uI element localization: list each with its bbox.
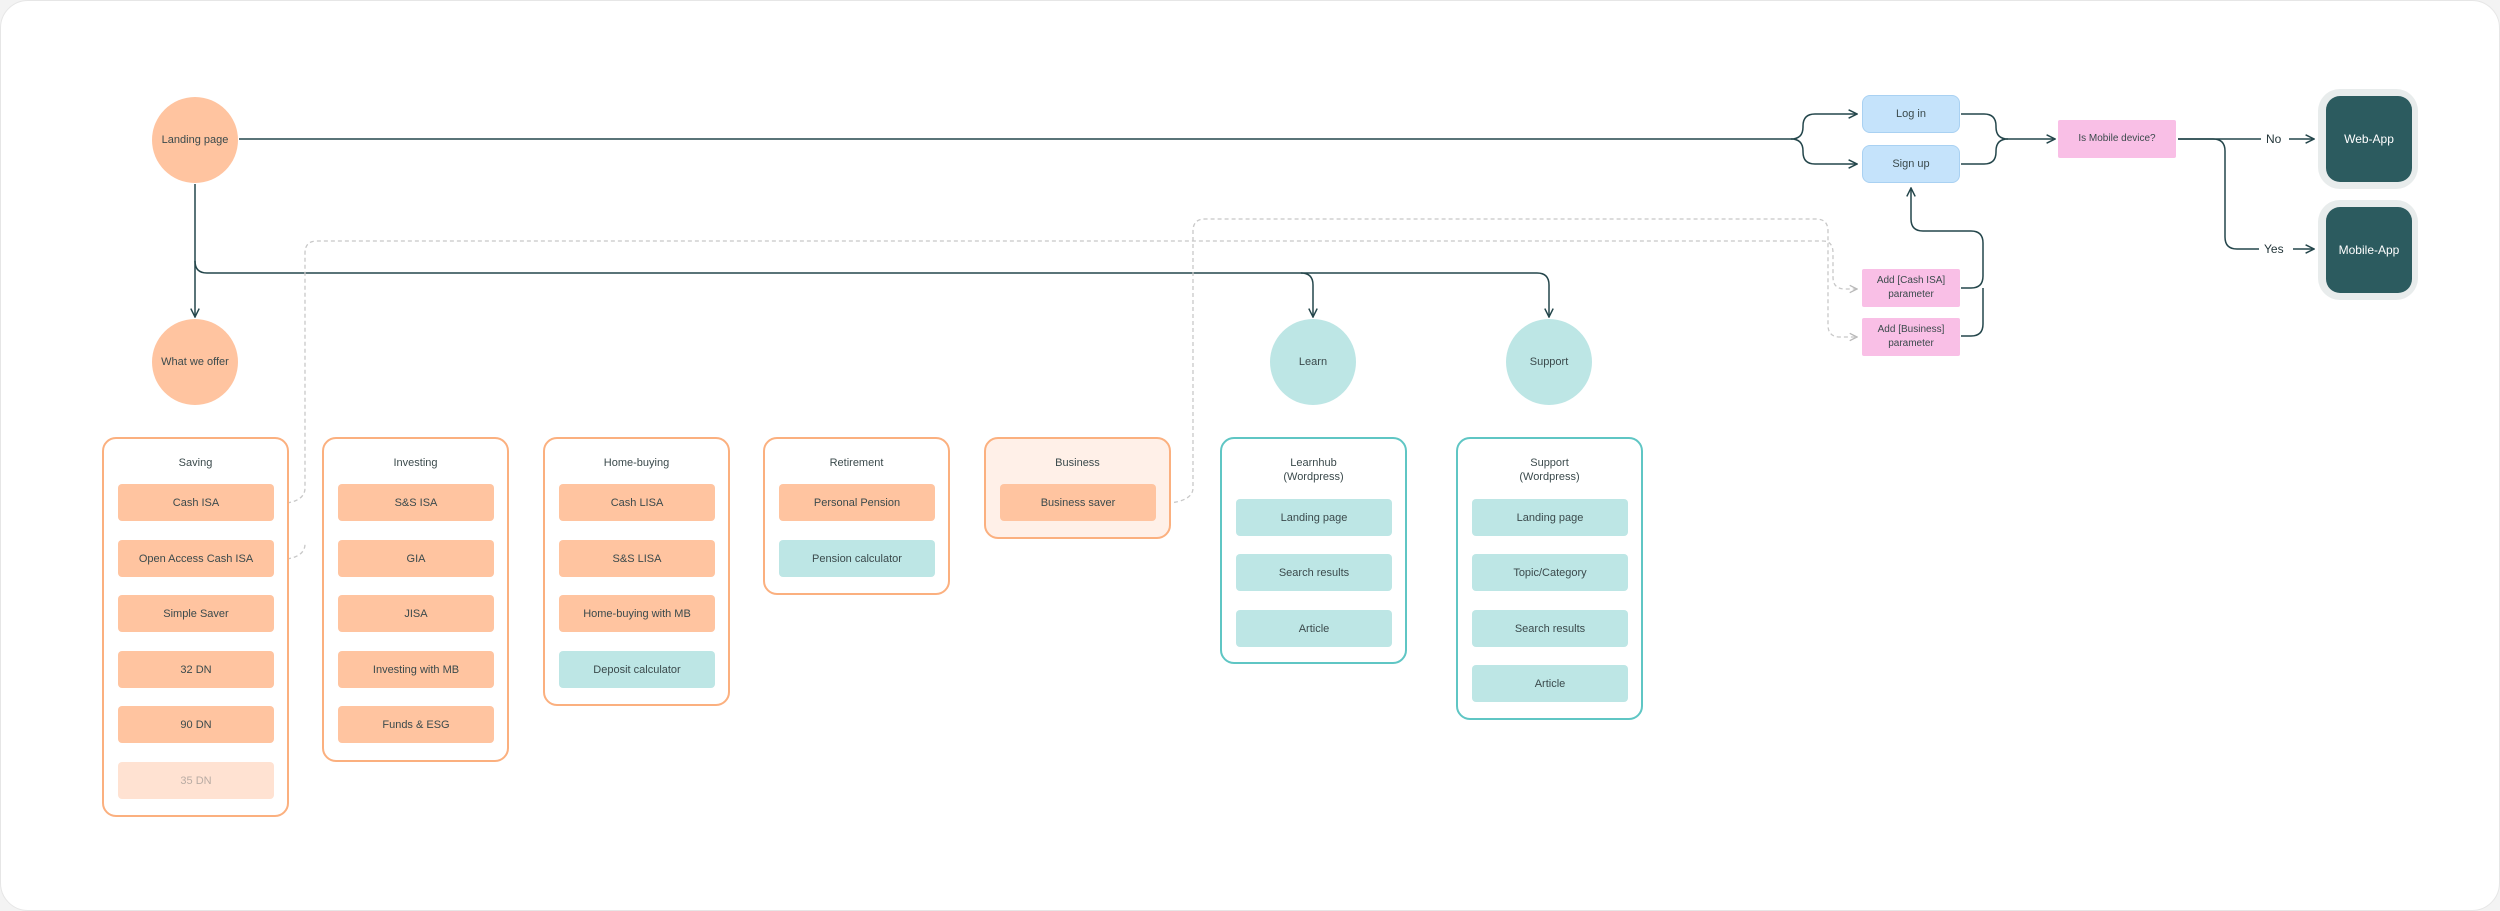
home-buying-group: Home-buying Cash LISA S&S LISA Home-buyi… xyxy=(543,437,730,706)
group-title: Home-buying xyxy=(603,457,670,469)
group-title: Investing xyxy=(393,457,438,469)
landing-to-learn-line xyxy=(194,260,1313,317)
landing-to-support-line xyxy=(1301,272,1549,317)
is-mobile-decision-node[interactable]: Is Mobile device? xyxy=(2058,120,2176,158)
sign-up-node[interactable]: Sign up xyxy=(1862,145,1960,183)
open-access-dashed-link xyxy=(272,543,306,561)
support-wordpress-group: Support (Wordpress) Landing page Topic/C… xyxy=(1456,437,1643,720)
add-cash-isa-parameter-node[interactable]: Add [Cash ISA] parameter xyxy=(1862,269,1960,307)
investing-group: Investing S&S ISA GIA JISA Investing wit… xyxy=(322,437,509,762)
learn-label: Learn xyxy=(1298,356,1328,368)
list-item[interactable]: Pension calculator xyxy=(779,540,935,577)
business-param-to-signup-line xyxy=(1961,288,1984,337)
list-item[interactable]: S&S ISA xyxy=(338,484,494,521)
list-item[interactable]: GIA xyxy=(338,540,494,577)
group-title: Business xyxy=(1055,457,1100,469)
list-item[interactable]: Home-buying with MB xyxy=(559,595,715,632)
learn-node[interactable]: Learn xyxy=(1270,319,1356,405)
list-item[interactable]: JISA xyxy=(338,595,494,632)
landing-to-signup-line xyxy=(1790,138,1857,164)
group-title: Retirement xyxy=(829,457,884,469)
list-item[interactable]: Topic/Category xyxy=(1472,554,1628,591)
decision-yes-line xyxy=(2178,138,2259,250)
support-node[interactable]: Support xyxy=(1506,319,1592,405)
web-app-frame: Web-App xyxy=(2318,89,2418,189)
group-title: Learnhub (Wordpress) xyxy=(1283,457,1344,483)
no-edge-label: No xyxy=(2266,132,2282,146)
list-item[interactable]: Investing with MB xyxy=(338,651,494,688)
landing-page-node[interactable]: Landing page xyxy=(152,97,238,183)
add-business-parameter-node[interactable]: Add [Business] parameter xyxy=(1862,318,1960,356)
list-item[interactable]: Funds & ESG xyxy=(338,706,494,743)
list-item[interactable]: Article xyxy=(1472,665,1628,702)
business-group: Business Business saver xyxy=(984,437,1171,539)
list-item[interactable]: Open Access Cash ISA xyxy=(118,540,274,577)
signup-to-decision-line xyxy=(1961,138,2009,165)
retirement-group: Retirement Personal Pension Pension calc… xyxy=(763,437,950,595)
add-cash-isa-label: Add [Cash ISA] parameter xyxy=(1876,275,1946,300)
list-item[interactable]: Search results xyxy=(1472,610,1628,647)
list-item[interactable]: Deposit calculator xyxy=(559,651,715,688)
web-app-label: Web-App xyxy=(2344,132,2394,146)
add-business-label: Add [Business] parameter xyxy=(1877,324,1945,349)
list-item[interactable]: 32 DN xyxy=(118,651,274,688)
mobile-app-node[interactable]: Mobile-App xyxy=(2326,207,2412,293)
learnhub-group: Learnhub (Wordpress) Landing page Search… xyxy=(1220,437,1407,664)
landing-page-label: Landing page xyxy=(161,134,229,146)
is-mobile-label: Is Mobile device? xyxy=(2078,133,2156,144)
sign-up-label: Sign up xyxy=(1892,158,1930,170)
list-item[interactable]: S&S LISA xyxy=(559,540,715,577)
list-item[interactable]: Search results xyxy=(1236,554,1392,591)
list-item[interactable]: Personal Pension xyxy=(779,484,935,521)
group-title: Saving xyxy=(178,457,213,469)
login-to-decision-line xyxy=(1961,113,2055,139)
list-item-disabled[interactable]: 35 DN xyxy=(118,762,274,799)
what-we-offer-node[interactable]: What we offer xyxy=(152,319,238,405)
list-item[interactable]: 90 DN xyxy=(118,706,274,743)
mobile-app-label: Mobile-App xyxy=(2338,243,2400,257)
list-item[interactable]: Article xyxy=(1236,610,1392,647)
log-in-label: Log in xyxy=(1896,108,1926,120)
web-app-node[interactable]: Web-App xyxy=(2326,96,2412,182)
cash-isa-dashed-link xyxy=(272,240,1857,505)
list-item[interactable]: Simple Saver xyxy=(118,595,274,632)
support-label: Support xyxy=(1529,356,1569,368)
landing-to-login-line xyxy=(239,114,1857,140)
list-item[interactable]: Landing page xyxy=(1236,499,1392,536)
log-in-node[interactable]: Log in xyxy=(1862,95,1960,133)
what-we-offer-label: What we offer xyxy=(161,356,229,368)
group-title: Support (Wordpress) xyxy=(1519,457,1580,483)
list-item[interactable]: Landing page xyxy=(1472,499,1628,536)
mobile-app-frame: Mobile-App xyxy=(2318,200,2418,300)
list-item[interactable]: Cash LISA xyxy=(559,484,715,521)
list-item[interactable]: Cash ISA xyxy=(118,484,274,521)
yes-edge-label: Yes xyxy=(2264,242,2284,256)
list-item[interactable]: Business saver xyxy=(1000,484,1156,521)
params-to-signup-line xyxy=(1911,188,1984,289)
business-dashed-link xyxy=(1152,218,1857,505)
saving-group: Saving Cash ISA Open Access Cash ISA Sim… xyxy=(102,437,289,817)
